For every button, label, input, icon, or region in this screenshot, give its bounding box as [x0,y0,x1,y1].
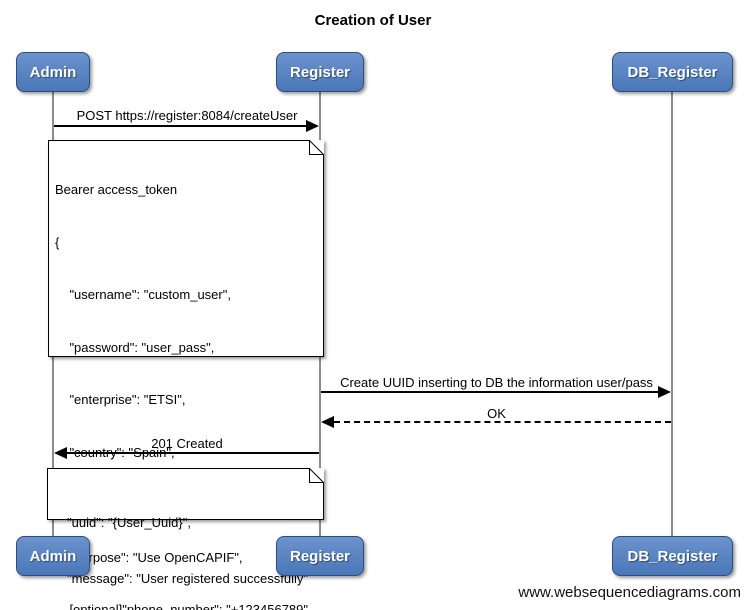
arrowhead-right-icon [306,120,319,132]
message-line-ok [334,421,671,423]
note-line: "password": "user_pass", [55,339,215,355]
arrowhead-left-icon [321,416,334,428]
lifeline-db-register [671,92,673,537]
diagram-title: Creation of User [314,12,432,29]
message-label-201-created: 201 Created [151,436,223,451]
actor-admin-top: Admin [16,52,90,92]
message-line-post-createuser [54,125,307,127]
note-line: Bearer access_token [55,182,178,197]
arrowhead-left-icon [54,447,67,459]
note-line: { [55,234,60,250]
note-request-body: Bearer access_token { "username": "custo… [48,140,324,610]
note-line: "enterprise": "ETSI", [55,392,186,407]
note-response-body: "uuid": "{User_Uuid}", "message": "User … [47,468,324,586]
watermark: www.websequencediagrams.com [518,584,741,601]
message-line-create-uuid [321,391,659,393]
note-line: "uuid": "{User_Uuid}", [67,515,191,530]
folded-corner-icon [309,468,324,483]
actor-db-register-top: DB_Register [612,52,733,92]
message-label-create-uuid: Create UUID inserting to DB the informat… [340,375,653,390]
message-line-201-created [67,452,319,454]
note-line: "username": "custom_user", [55,287,231,302]
message-label-ok: OK [487,406,506,421]
folded-corner-icon [309,140,324,155]
note-line: [optional]"phone_number": "+123456789", [55,602,312,610]
actor-register-bottom: Register [276,536,364,576]
actor-register-top: Register [276,52,364,92]
actor-admin-bottom: Admin [16,536,90,576]
arrowhead-right-icon [658,386,671,398]
actor-db-register-bottom: DB_Register [612,536,733,576]
message-label-post-createuser: POST https://register:8084/createUser [76,108,298,123]
